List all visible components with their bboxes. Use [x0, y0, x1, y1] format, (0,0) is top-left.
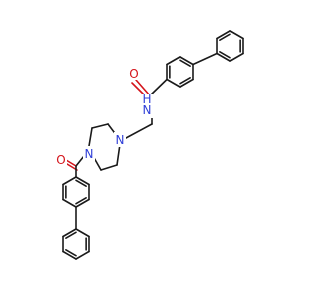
molecule-structure: O H N N N O: [55, 30, 244, 260]
piperazine-n4-label: N: [85, 147, 94, 161]
bond: [75, 155, 85, 167]
bond: [75, 176, 90, 186]
bond: [179, 56, 194, 66]
ketone-oxygen-label: O: [56, 153, 65, 167]
bond: [166, 56, 181, 66]
amide-hydrogen-label: H: [142, 92, 151, 106]
amide-nitrogen-label: N: [143, 103, 152, 117]
bond: [65, 159, 77, 167]
bond: [62, 228, 77, 238]
bond: [229, 52, 244, 62]
bond: [62, 198, 77, 208]
bond: [219, 51, 231, 59]
bond: [75, 197, 87, 205]
bond: [219, 33, 231, 41]
bond: [149, 78, 168, 97]
bond: [65, 231, 77, 239]
bond: [62, 250, 77, 260]
bond: [229, 30, 244, 40]
bond: [88, 127, 93, 147]
bond: [192, 52, 218, 66]
bond: [125, 123, 153, 139]
bond: [166, 78, 181, 88]
bond: [216, 30, 231, 40]
bond-lines: [62, 30, 244, 260]
bond: [179, 77, 191, 85]
bond: [65, 249, 77, 257]
bond: [135, 79, 151, 97]
atom-labels: O H N N N O: [55, 66, 153, 167]
bond: [179, 78, 194, 88]
bond: [75, 179, 87, 187]
bond: [91, 123, 109, 129]
bond: [179, 59, 191, 67]
bond: [75, 228, 90, 238]
amide-oxygen-label: O: [129, 67, 138, 81]
bond: [116, 143, 121, 166]
bond: [62, 176, 77, 186]
bond: [100, 164, 118, 171]
bond: [75, 250, 90, 260]
piperazine-n1-label: N: [116, 133, 125, 147]
bond: [75, 198, 90, 208]
bond: [216, 52, 231, 62]
